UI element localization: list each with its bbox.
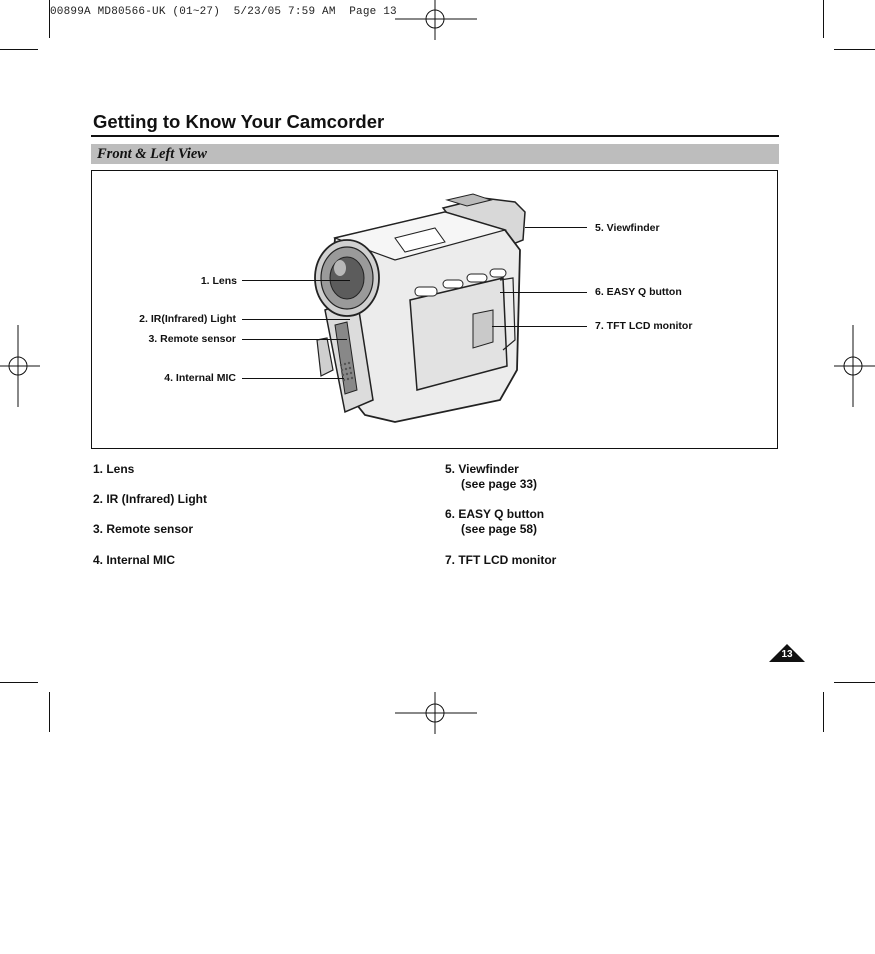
callout-viewfinder: 5. Viewfinder [595, 222, 660, 234]
crop-mark [823, 692, 824, 732]
legend-item: 2. IR (Infrared) Light [93, 492, 207, 506]
callout-internal-mic: 4. Internal MIC [164, 372, 236, 384]
legend-item: 4. Internal MIC [93, 553, 176, 567]
leader-line-lens [242, 280, 350, 281]
leader-line-internal-mic [242, 378, 344, 379]
registration-mark-bottom [395, 692, 477, 734]
leader-line-remote-sensor [242, 339, 347, 340]
leader-line-easy-q [500, 292, 587, 293]
crop-mark [0, 682, 38, 683]
callout-remote-sensor: 3. Remote sensor [148, 333, 236, 345]
callout-lens: 1. Lens [200, 275, 237, 287]
crop-mark [49, 0, 50, 38]
legend-item: 5. Viewfinder (see page 33) [445, 462, 537, 492]
callout-ir-light: 2. IR(Infrared) Light [139, 313, 236, 325]
legend-item-page-ref: (see page 58) [461, 522, 538, 536]
crop-mark [834, 682, 875, 683]
crop-mark [49, 692, 50, 732]
legend-item-label: 5. Viewfinder [445, 462, 519, 476]
legend-item-page-ref: (see page 33) [461, 477, 538, 491]
registration-mark-top [395, 0, 477, 40]
callout-easy-q-button: 6. EASY Q button [595, 286, 682, 298]
leader-line-tft-lcd [492, 326, 587, 327]
callout-tft-lcd-monitor: 7. TFT LCD monitor [595, 320, 693, 332]
crop-mark [0, 49, 38, 50]
section-title: Front & Left View [97, 146, 207, 162]
leader-line-ir-light [242, 319, 350, 320]
page-number-badge: 13 [769, 644, 805, 662]
page-number: 13 [781, 649, 793, 660]
crop-mark [823, 0, 824, 38]
legend-item: 6. EASY Q button (see page 58) [445, 507, 544, 537]
print-header: 00899A MD80566-UK (01~27) 5/23/05 7:59 A… [50, 6, 397, 18]
camcorder-illustration [314, 193, 526, 423]
page-title: Getting to Know Your Camcorder [93, 111, 385, 132]
leader-line-viewfinder [525, 227, 587, 228]
figure-box [91, 170, 778, 449]
page-badge-triangle [769, 644, 805, 662]
legend-item: 1. Lens [93, 462, 135, 476]
crop-mark [834, 49, 875, 50]
registration-mark-left [0, 325, 40, 407]
legend-item-label: 6. EASY Q button [445, 507, 545, 521]
registration-mark-right [834, 325, 875, 407]
legend-item: 3. Remote sensor [93, 522, 194, 536]
title-rule [91, 135, 779, 137]
section-bar: Front & Left View [91, 144, 779, 164]
legend-item: 7. TFT LCD monitor [445, 553, 557, 567]
